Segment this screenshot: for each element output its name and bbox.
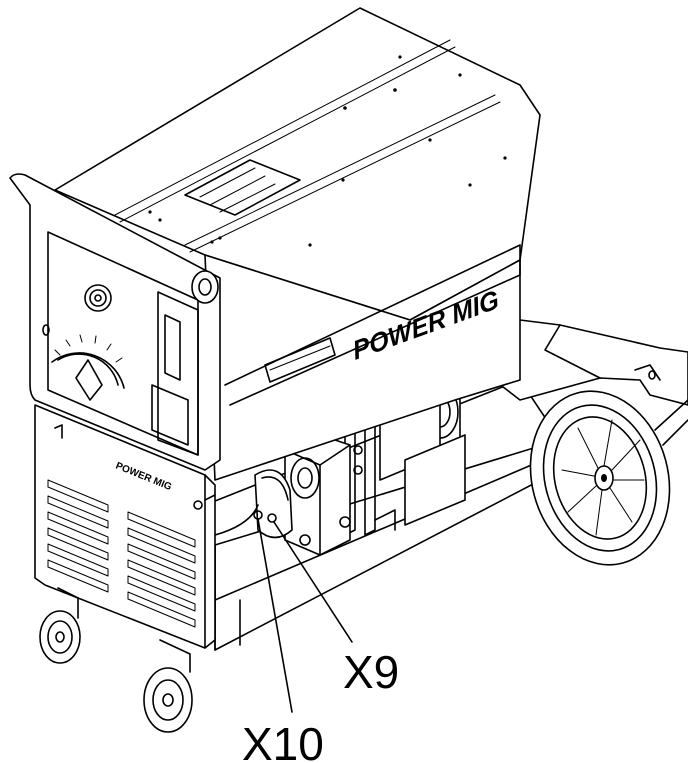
callout-x10: X10 — [242, 718, 324, 763]
leader-x9 — [273, 521, 353, 643]
cable-bundle — [214, 469, 293, 539]
callout-x9: X9 — [343, 646, 399, 698]
wire-drive-motor — [344, 384, 466, 536]
front-panel-frame — [9, 173, 221, 471]
lower-front-section: POWER MIG — [34, 404, 216, 649]
leader-x10 — [257, 518, 293, 713]
front-caster-right — [143, 639, 193, 733]
control-knob — [84, 284, 112, 312]
rear-wheel — [529, 390, 671, 566]
selector-pointer — [75, 359, 103, 401]
front-caster-left — [39, 587, 81, 664]
main-cabinet: POWER MIG — [54, 7, 541, 481]
callout-leaders — [257, 518, 353, 713]
terminal-x9-point — [267, 513, 277, 523]
